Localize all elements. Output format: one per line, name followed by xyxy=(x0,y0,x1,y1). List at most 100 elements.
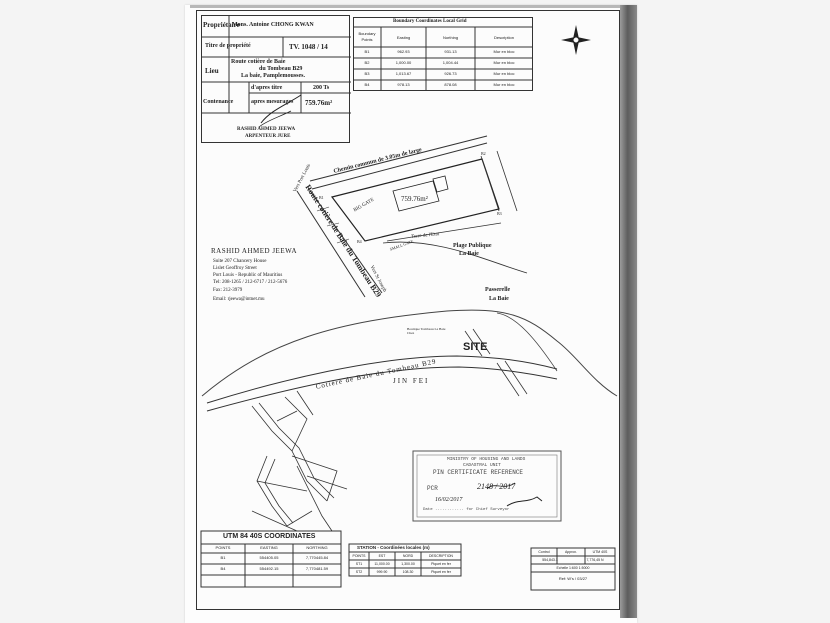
location-line2: du Tombeau B29 xyxy=(259,66,303,72)
control-row1-a: 554,843.1 xyxy=(542,558,558,562)
control-header3: UTM 40S xyxy=(592,550,608,554)
area-measured-label: apres mesurages xyxy=(251,99,294,105)
plan-passerelle: Passerelle xyxy=(485,287,511,293)
control-header1: Control xyxy=(538,550,550,554)
utm-header-easting: EASTING xyxy=(260,545,278,550)
surveyor-sign-name: RASHID AHMED JEEWA xyxy=(237,127,296,132)
location-line1: Route cotière de Baie xyxy=(231,59,286,65)
utm-row1-easting: 554405.05 xyxy=(259,555,279,560)
stamp-line1: MINISTRY OF HOUSING AND LANDS xyxy=(447,457,526,462)
control-header2: Approx. xyxy=(564,550,578,554)
utm-row2-northing: 7,770481.59 xyxy=(305,566,329,571)
location-label: Lieu xyxy=(205,67,219,75)
coord-row3-desc: Mur en bloc xyxy=(493,71,515,76)
station-coordinates-table: STATION - Coordinées locales (m) POINTS … xyxy=(349,544,461,576)
coord-row1-desc: Mur en bloc xyxy=(493,49,515,54)
surveyor-name: RASHID AHMED JEEWA xyxy=(211,247,297,255)
surveyor-email: Email: rjeewa@intnet.mu xyxy=(213,297,265,302)
plan-drawing xyxy=(200,25,618,591)
station-row1-nord: 1,300.00 xyxy=(401,562,415,566)
survey-plan-sheet: Propriétaire Mons. Antoine CHONG KWAN Ti… xyxy=(196,10,620,610)
station-row1-desc: Piquet en fer xyxy=(431,562,451,566)
control-ref: Ref: W's / 03/27 xyxy=(558,576,588,581)
surveyor-tel: Tel: 208-1265 / 212-6717 / 212-5676 xyxy=(213,280,288,285)
boundary-coordinates-table: Boundary Coordinates Local Grid Boundary… xyxy=(353,17,533,91)
plan-point-b1: B1 xyxy=(319,195,324,200)
scan-shadow-top xyxy=(190,5,635,8)
control-table: Control Approx. UTM 40S 554,843.1 7,776,… xyxy=(531,548,615,590)
plan-point-b2: B2 xyxy=(481,151,486,156)
location-jin-fei: JIN FEI xyxy=(393,377,430,385)
title-deed-value: TV. 1048 / 14 xyxy=(289,43,328,51)
location-line3: La baie, Pamplemousses. xyxy=(241,73,306,79)
utm-row1-point: B1 xyxy=(220,555,226,560)
coord-header-easting: Easting xyxy=(396,35,411,40)
station-header-points: POINTS xyxy=(352,554,366,558)
owner-label: Propriétaire xyxy=(203,21,240,29)
station-row1-est: 11,000.00 xyxy=(374,562,390,566)
utm-header-northing: NORTHING xyxy=(306,545,328,550)
station-header-est: EST xyxy=(378,554,386,558)
plan-passerelle2: La Baie xyxy=(489,296,509,302)
coord-row2-northing: 1,004.44 xyxy=(442,60,459,65)
street-grid xyxy=(251,390,348,532)
control-scale: Echelle 1:600 1:5000 xyxy=(556,566,590,570)
coord-row2-desc: Mur en bloc xyxy=(493,60,515,65)
station-header-desc: DESCRIPTION xyxy=(429,554,453,558)
station-header-nord: NORD xyxy=(402,554,414,558)
utm-row2-point: B4 xyxy=(220,566,226,571)
coord-row2-easting: 1,000.00 xyxy=(395,60,412,65)
plan-plage: Plage Publique xyxy=(453,243,492,249)
surveyor-line1: Suite 207 Chancery House xyxy=(213,259,267,264)
coord-row2-point: B2 xyxy=(364,60,370,65)
location-site: SITE xyxy=(463,341,488,353)
surveyor-line2: Lislet Geoffroy Street xyxy=(213,266,257,271)
north-arrow-icon xyxy=(561,25,591,55)
station-row2-nord: 108.30 xyxy=(402,570,414,574)
stamp-pcr-value: 2148 / 2017 xyxy=(477,482,516,491)
plan-area-label: 759.76m² xyxy=(401,195,428,203)
surveyor-address-block: RASHID AHMED JEEWA Suite 207 Chancery Ho… xyxy=(207,247,347,317)
control-row1-b: 7,776,45 N xyxy=(586,558,604,562)
station-title: STATION - Coordinées locales (m) xyxy=(357,545,430,550)
station-row2-est: 999.90 xyxy=(376,570,388,574)
coord-row3-point: B3 xyxy=(364,71,370,76)
utm-row2-easting: 554492.15 xyxy=(259,566,279,571)
coord-table-title: Boundary Coordinates Local Grid xyxy=(393,19,467,24)
coord-row4-desc: Mur en bloc xyxy=(493,82,515,87)
location-boutique: Boutique Tombeau La Baie Chez xyxy=(407,327,446,335)
stamp-pcr-label: PCR xyxy=(427,485,438,492)
utm-row1-northing: 7,770445.84 xyxy=(305,555,329,560)
station-row2-point: ST2 xyxy=(355,570,363,574)
stamp-footer: Date ............ for Chief Surveyor xyxy=(423,508,510,512)
plan-plage2: La Baie xyxy=(459,251,479,257)
station-row2-desc: Piquet en fer xyxy=(431,570,451,574)
utm-header-points: POINTS xyxy=(215,545,231,550)
coord-row3-easting: 1,013.67 xyxy=(395,71,412,76)
surveyor-sign-title: ARPENTEUR JURE xyxy=(245,134,291,139)
title-deed-label: Titre de propriété xyxy=(205,43,251,49)
surveyor-line3: Port Louis - Republic of Mauritius xyxy=(213,273,283,278)
plan-point-b3: B3 xyxy=(497,211,502,216)
owner-info-grid xyxy=(201,15,351,143)
owner-info-block: Propriétaire Mons. Antoine CHONG KWAN Ti… xyxy=(201,15,351,143)
coord-row1-northing: 931.13 xyxy=(444,49,457,54)
coord-header-northing: Northing xyxy=(442,35,459,40)
area-deed-label: d'apres titre xyxy=(251,85,283,91)
stamp-date: 16/02/2017 xyxy=(435,497,463,503)
stamp-line3: PIN CERTIFICATE REFERENCE xyxy=(433,469,524,476)
owner-name: Mons. Antoine CHONG KWAN xyxy=(232,22,314,28)
area-deed-value: 200 Ts xyxy=(313,85,330,91)
stamp-line2: CADASTRAL UNIT xyxy=(463,463,501,468)
area-label: Contenance xyxy=(203,99,234,105)
coord-header-description: Description xyxy=(493,35,514,40)
coord-row4-easting: 978.13 xyxy=(397,82,410,87)
coord-row4-northing: 878.08 xyxy=(444,82,457,87)
utm-title: UTM 84 40S COORDINATES xyxy=(223,533,316,540)
pin-certificate-stamp: MINISTRY OF HOUSING AND LANDS CADASTRAL … xyxy=(417,455,557,517)
station-row1-point: ST1 xyxy=(355,562,363,566)
scan-shadow-edge xyxy=(620,5,637,618)
coord-row1-easting: 962.93 xyxy=(397,49,410,54)
coord-header-points: Boundary Points xyxy=(358,31,376,42)
